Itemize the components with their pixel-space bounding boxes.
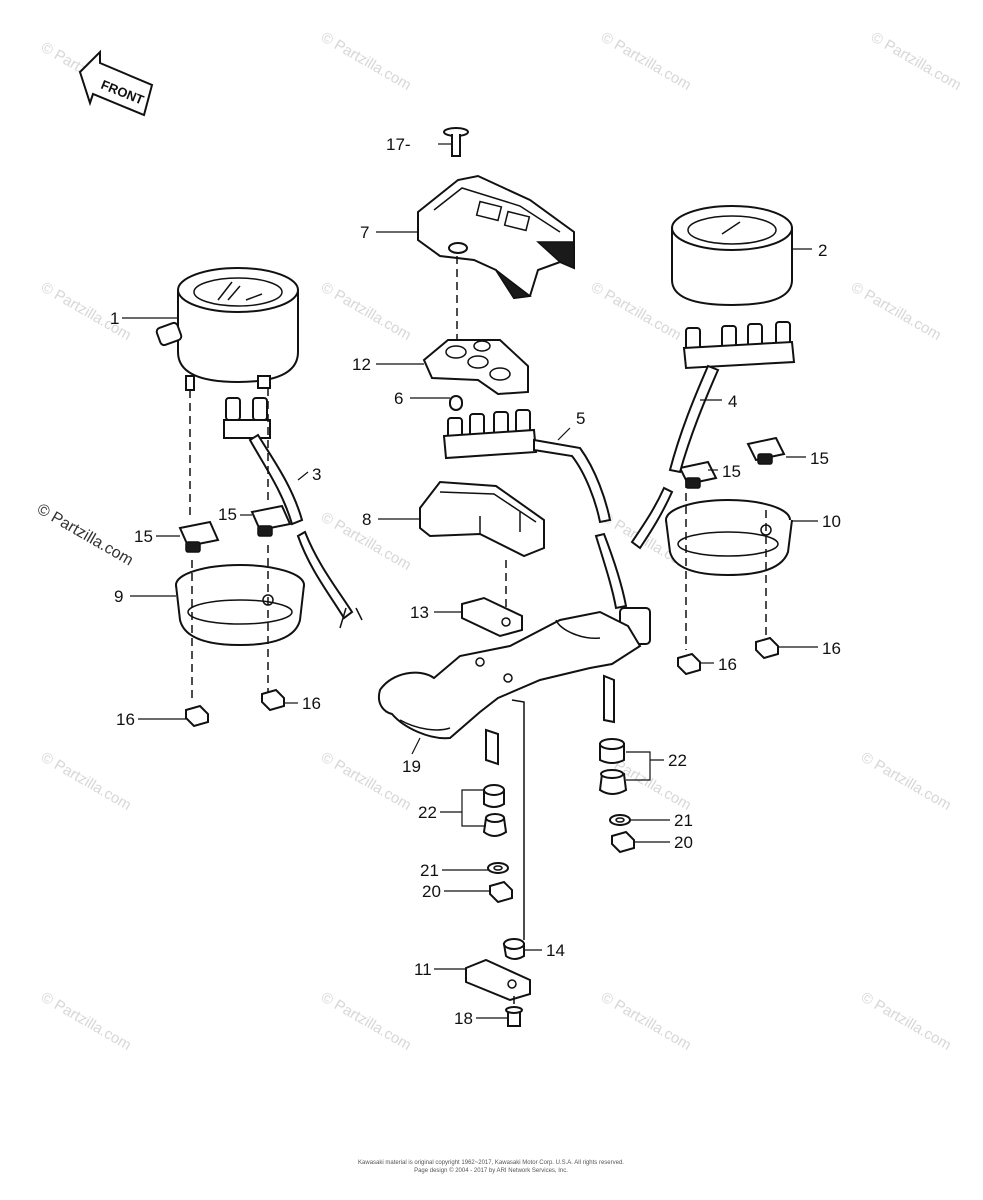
callout-2: 2 — [818, 241, 827, 260]
callout-20: 20 — [674, 833, 693, 852]
watermark: © Partzilla.com — [318, 749, 414, 814]
tachometer-harness-part — [630, 321, 796, 550]
screw-part — [443, 127, 469, 157]
screw-part — [505, 1006, 523, 1027]
copyright-line: Kawasaki material is original copyright … — [358, 1160, 624, 1166]
bulb-holder-bracket-part — [422, 339, 529, 396]
washer-part — [487, 862, 509, 874]
callout-15: 15 — [218, 505, 237, 524]
callout-18: 18 — [454, 1009, 473, 1028]
damper-part — [598, 738, 628, 795]
front-arrow-icon: FRONT — [78, 49, 154, 117]
damper-part — [482, 784, 508, 837]
callout-4: 4 — [728, 392, 737, 411]
speedometer-harness-part — [223, 397, 363, 629]
callout-11: 11 — [414, 960, 432, 979]
watermark: © Partzilla.com — [38, 989, 134, 1054]
callout-12: 12 — [352, 355, 371, 374]
nut-part — [185, 688, 285, 728]
watermark: © Partzilla.com — [848, 279, 944, 344]
watermark: © Partzilla.com — [598, 989, 694, 1054]
copyright-footer: Kawasaki material is original copyright … — [358, 1160, 624, 1174]
callout-6: 6 — [394, 389, 403, 408]
callout-1: 1 — [110, 309, 119, 328]
bulb-part — [449, 395, 463, 411]
tachometer-part — [671, 205, 793, 307]
callout-15: 15 — [134, 527, 153, 546]
indicator-harness-part — [442, 409, 651, 645]
callout-14: 14 — [546, 941, 565, 960]
watermark: © Partzilla.com — [318, 279, 414, 344]
meter-bracket-part — [378, 610, 642, 766]
meter-cup-part — [665, 499, 793, 577]
callout-16: 16 — [116, 710, 135, 729]
callout-15: 15 — [722, 462, 741, 481]
callout-16: 16 — [302, 694, 321, 713]
callout-9: 9 — [114, 587, 123, 606]
callout-15: 15 — [810, 449, 829, 468]
speedometer-part — [155, 267, 299, 391]
watermark: © Partzilla.com — [318, 29, 414, 94]
callout-3: 3 — [312, 465, 321, 484]
callout-13: 13 — [410, 603, 429, 622]
mounting-plate-part — [461, 596, 523, 638]
grommet-part — [178, 504, 292, 553]
nut-part — [611, 830, 635, 854]
grommet-part — [678, 436, 786, 489]
plate-part — [465, 958, 531, 1002]
callout-16: 16 — [822, 639, 841, 658]
callout-labels: 1 2 3 4 5 6 7 8 9 10 11 12 13 14 15 15 1… — [110, 135, 841, 1028]
callout-17: 17- — [386, 135, 411, 154]
nut-part — [489, 880, 513, 904]
callout-20: 20 — [422, 882, 441, 901]
callout-22: 22 — [668, 751, 687, 770]
callout-5: 5 — [576, 409, 585, 428]
leader-lines — [122, 143, 818, 1019]
watermark: © Partzilla.com — [318, 989, 414, 1054]
watermark: © Partzilla.com — [588, 279, 684, 344]
watermark-side: © Partzilla.com — [34, 501, 136, 570]
washer-part — [609, 814, 631, 826]
callout-10: 10 — [822, 512, 841, 531]
watermark: © Partzilla.com — [598, 29, 694, 94]
callout-7: 7 — [360, 223, 369, 242]
damper-part — [502, 938, 525, 960]
watermark: © Partzilla.com — [868, 29, 964, 94]
meter-cup-part — [175, 564, 305, 647]
indicator-bracket-part — [419, 480, 545, 558]
callout-21: 21 — [420, 861, 439, 880]
watermark: © Partzilla.com — [38, 749, 134, 814]
watermark: © Partzilla.com — [858, 989, 954, 1054]
callout-21: 21 — [674, 811, 693, 830]
copyright-line: Page design © 2004 - 2017 by ARI Network… — [414, 1167, 568, 1174]
watermark: © Partzilla.com — [858, 749, 954, 814]
nut-part — [677, 636, 779, 676]
callout-8: 8 — [362, 510, 371, 529]
callout-19: 19 — [402, 757, 421, 776]
callout-22: 22 — [418, 803, 437, 822]
watermark: © Partzilla.com — [38, 279, 134, 344]
callout-16: 16 — [718, 655, 737, 674]
indicator-housing-part — [417, 174, 575, 300]
